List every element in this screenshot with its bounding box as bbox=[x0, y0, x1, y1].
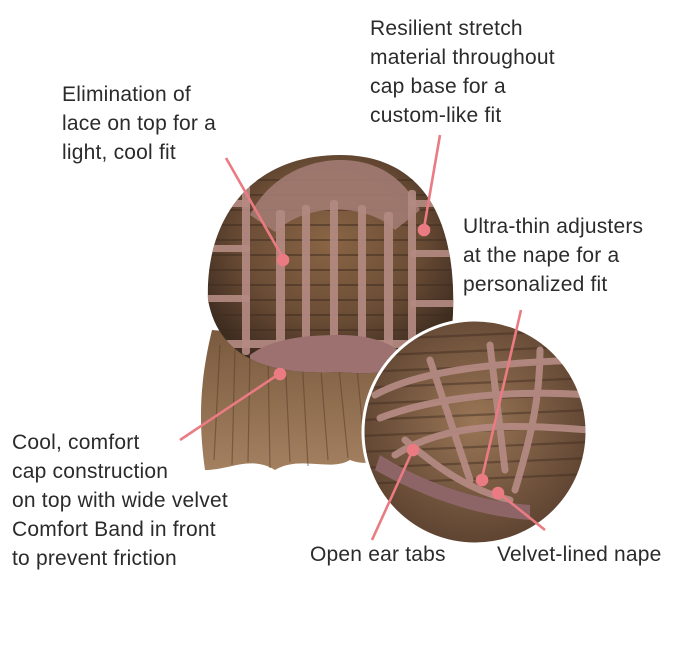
leader-adjusters bbox=[475, 309, 523, 487]
callout-nape: Velvet-lined nape bbox=[497, 543, 662, 566]
callout-stretch: Resilient stretch material throughout ca… bbox=[370, 17, 555, 127]
callout-adjusters: Ultra-thin adjusters at the nape for a p… bbox=[463, 215, 644, 296]
callout-lace-top: Elimination of lace on top for a light, … bbox=[62, 83, 216, 164]
nape-zoom-inset bbox=[361, 318, 589, 546]
leader-comfort-band bbox=[179, 367, 287, 442]
callout-comfort-band: Cool, comfort cap construction on top wi… bbox=[12, 431, 228, 570]
leader-lace-top bbox=[224, 157, 290, 267]
leader-stretch bbox=[417, 134, 442, 237]
leader-ear-tabs bbox=[370, 443, 420, 541]
leader-nape bbox=[491, 486, 546, 532]
callout-ear-tabs: Open ear tabs bbox=[310, 543, 446, 566]
callout-leaders bbox=[179, 134, 546, 541]
